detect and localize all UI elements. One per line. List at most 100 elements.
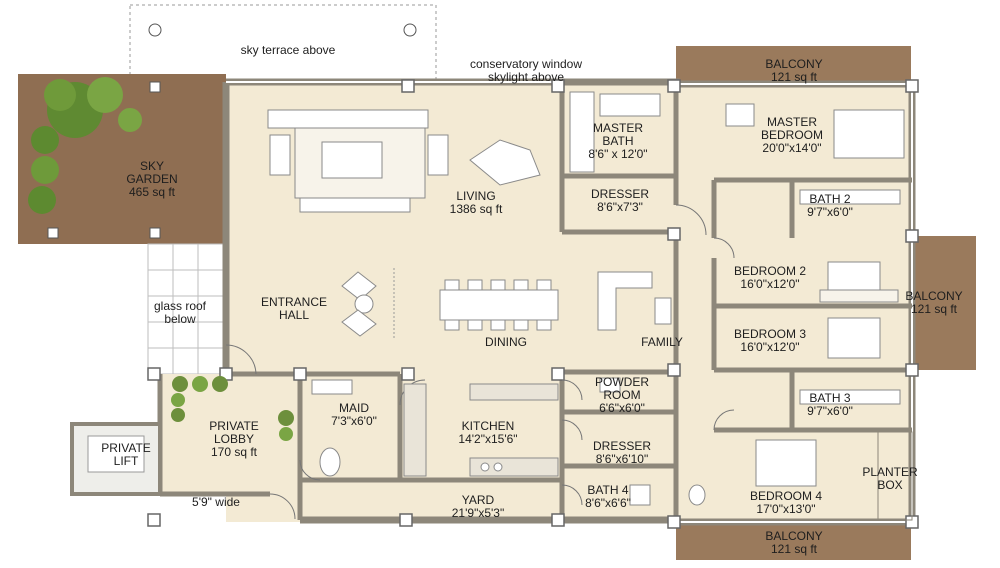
bath-2-title: BATH 2 xyxy=(809,192,851,206)
garden-plants xyxy=(28,77,142,214)
kitchen-title: KITCHEN xyxy=(461,419,515,433)
living-title: LIVING xyxy=(456,189,496,203)
living-area: 1386 sq ft xyxy=(449,202,503,216)
master-bath-area: 8'6" x 12'0" xyxy=(588,147,648,161)
conservatory-label: conservatory window skylight above xyxy=(470,58,582,84)
sky-garden-area-text: 465 sq ft xyxy=(128,185,176,199)
entrance-hall-title-1: ENTRANCE xyxy=(260,295,328,309)
bath-4-label: BATH 4 8'6"x6'6" xyxy=(585,484,631,510)
private-lobby-title-2: LOBBY xyxy=(213,432,255,446)
planter-box-area xyxy=(877,431,913,521)
balcony-right-area: 121 sq ft xyxy=(910,302,958,316)
bedroom-3-label: BEDROOM 3 16'0"x12'0" xyxy=(734,328,806,354)
sky-terrace-label: sky terrace above xyxy=(241,44,336,57)
master-bedroom-title-1: MASTER xyxy=(766,115,818,129)
interior-walls xyxy=(157,84,912,520)
maid-title: MAID xyxy=(338,401,369,415)
balcony-top-label: BALCONY 121 sq ft xyxy=(765,58,822,84)
master-bath-title-1: MASTER xyxy=(592,121,644,135)
yard-area: 21'9"x5'3" xyxy=(451,506,505,520)
bedroom-4-label: BEDROOM 4 17'0"x13'0" xyxy=(750,490,822,516)
dresser-2-area: 8'6"x6'10" xyxy=(595,452,649,466)
private-lift-label: PRIVATE LIFT xyxy=(101,442,151,468)
bedroom-4-area: 17'0"x13'0" xyxy=(756,502,816,516)
sky-garden-label: SKY GARDEN 465 sq ft xyxy=(126,160,177,199)
bedroom-2-label: BEDROOM 2 16'0"x12'0" xyxy=(734,265,806,291)
entrance-hall-furniture xyxy=(341,268,395,340)
glass-roof-line-2: below xyxy=(164,312,196,326)
bath-3-area: 9'7"x6'0" xyxy=(807,404,853,418)
structural-columns xyxy=(147,79,919,529)
column-marker xyxy=(148,23,162,37)
conservatory-line-2: skylight above xyxy=(487,70,565,84)
master-bedroom-area: 20'0"x14'0" xyxy=(762,141,822,155)
balcony-bottom-area xyxy=(676,524,911,560)
planter-box-label: PLANTER BOX xyxy=(862,466,917,492)
bath-3-label: BATH 3 9'7"x6'0" xyxy=(807,392,853,418)
lobby-plants xyxy=(171,376,294,441)
balcony-bottom-area: 121 sq ft xyxy=(770,542,818,556)
bedroom-2-title: BEDROOM 2 xyxy=(733,264,807,278)
family-title: FAMILY xyxy=(641,335,683,349)
outer-walls-inner xyxy=(226,81,913,523)
family-room-furniture xyxy=(597,271,672,331)
kitchen-counters xyxy=(403,383,559,477)
bedroom-2-area: 16'0"x12'0" xyxy=(740,277,800,291)
bath-2-label: BATH 2 9'7"x6'0" xyxy=(807,193,853,219)
bath-2-area: 9'7"x6'0" xyxy=(807,205,853,219)
dresser-2-label: DRESSER 8'6"x6'10" xyxy=(593,440,651,466)
bedroom-furniture xyxy=(725,103,905,487)
sky-garden-title-2: GARDEN xyxy=(126,172,178,186)
balcony-top-area xyxy=(676,46,911,84)
bath-4-title: BATH 4 xyxy=(587,483,629,497)
private-lift-title-1: PRIVATE xyxy=(101,441,151,455)
glass-roof-grid xyxy=(147,243,225,375)
bath-3-title: BATH 3 xyxy=(809,391,851,405)
conservatory-line-1: conservatory window xyxy=(469,57,583,71)
balcony-right-label: BALCONY 121 sq ft xyxy=(905,290,962,316)
bedroom-3-title: BEDROOM 3 xyxy=(733,327,807,341)
balcony-top-area-text: 121 sq ft xyxy=(770,70,818,84)
column-marker xyxy=(149,227,161,239)
planter-box-title-2: BOX xyxy=(877,478,903,492)
living-room-furniture xyxy=(267,109,541,213)
living-label: LIVING 1386 sq ft xyxy=(450,190,503,216)
dining-label: DINING xyxy=(485,336,527,349)
yard-title: YARD xyxy=(461,493,495,507)
column-marker xyxy=(149,81,161,93)
corridor-width-label: 5'9" wide xyxy=(192,496,240,509)
balcony-top-title: BALCONY xyxy=(765,57,823,71)
column-marker xyxy=(47,227,59,239)
balcony-right-area xyxy=(912,236,976,370)
powder-room-title-2: ROOM xyxy=(603,388,641,402)
private-lift-title-2: LIFT xyxy=(113,454,139,468)
bedroom-4-title: BEDROOM 4 xyxy=(749,489,823,503)
kitchen-label: KITCHEN 14'2"x15'6" xyxy=(458,420,517,446)
lift-car xyxy=(87,435,145,473)
sky-terrace-text: sky terrace above xyxy=(240,43,336,57)
sky-terrace-outline xyxy=(129,4,437,80)
kitchen-area: 14'2"x15'6" xyxy=(458,432,518,446)
powder-room-label: POWDER ROOM 6'6"x6'0" xyxy=(595,376,649,415)
column-marker xyxy=(403,23,417,37)
powder-room-title-1: POWDER xyxy=(595,375,649,389)
entrance-hall-label: ENTRANCE HALL xyxy=(261,296,327,322)
corridor-width-text: 5'9" wide xyxy=(192,495,240,509)
master-bath-label: MASTER BATH 8'6" x 12'0" xyxy=(588,122,647,161)
maid-label: MAID 7'3"x6'0" xyxy=(331,402,377,428)
planter-box-title-1: PLANTER xyxy=(862,465,918,479)
dresser-1-label: DRESSER 8'6"x7'3" xyxy=(591,188,649,214)
family-label: FAMILY xyxy=(641,336,683,349)
dresser-1-title: DRESSER xyxy=(590,187,650,201)
sky-garden-title-1: SKY xyxy=(139,159,164,173)
maid-area: 7'3"x6'0" xyxy=(331,414,377,428)
entrance-hall-title-2: HALL xyxy=(278,308,310,322)
master-bedroom-title-2: BEDROOM xyxy=(760,128,824,142)
private-lobby-title-1: PRIVATE xyxy=(209,419,259,433)
bath-4-area: 8'6"x6'6" xyxy=(585,496,631,510)
dining-furniture xyxy=(439,279,559,331)
dresser-1-area: 8'6"x7'3" xyxy=(597,200,643,214)
private-lobby-area: 170 sq ft xyxy=(210,445,258,459)
dining-title: DINING xyxy=(485,335,527,349)
